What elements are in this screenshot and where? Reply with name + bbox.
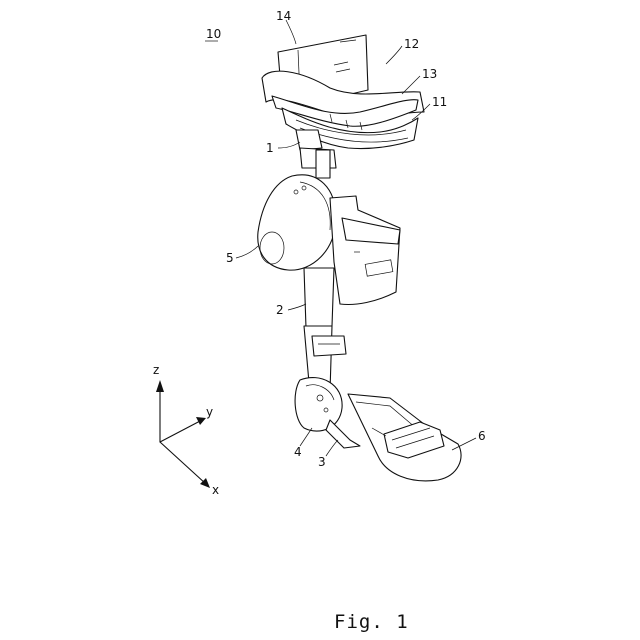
label-6: 6 xyxy=(478,429,486,443)
label-4: 4 xyxy=(294,445,302,459)
label-14: 14 xyxy=(276,9,291,23)
label-2: 2 xyxy=(276,303,284,317)
foot-plate xyxy=(348,394,461,481)
thigh-cuff xyxy=(262,35,424,149)
label-5: 5 xyxy=(226,251,234,265)
ankle-joint xyxy=(295,378,360,448)
label-11: 11 xyxy=(432,95,447,109)
shin-plate xyxy=(330,196,400,305)
figure-caption: Fig. 1 xyxy=(334,611,409,633)
axis-x-label: x xyxy=(212,483,219,497)
assembly-ref-label: 10 xyxy=(206,27,221,41)
axis-y-label: y xyxy=(206,405,213,419)
coordinate-axes: z y x xyxy=(153,363,219,497)
knee-shell xyxy=(258,175,336,270)
label-13: 13 xyxy=(422,67,437,81)
label-3: 3 xyxy=(318,455,326,469)
label-1: 1 xyxy=(266,141,274,155)
label-12: 12 xyxy=(404,37,419,51)
axis-z-label: z xyxy=(153,363,159,377)
